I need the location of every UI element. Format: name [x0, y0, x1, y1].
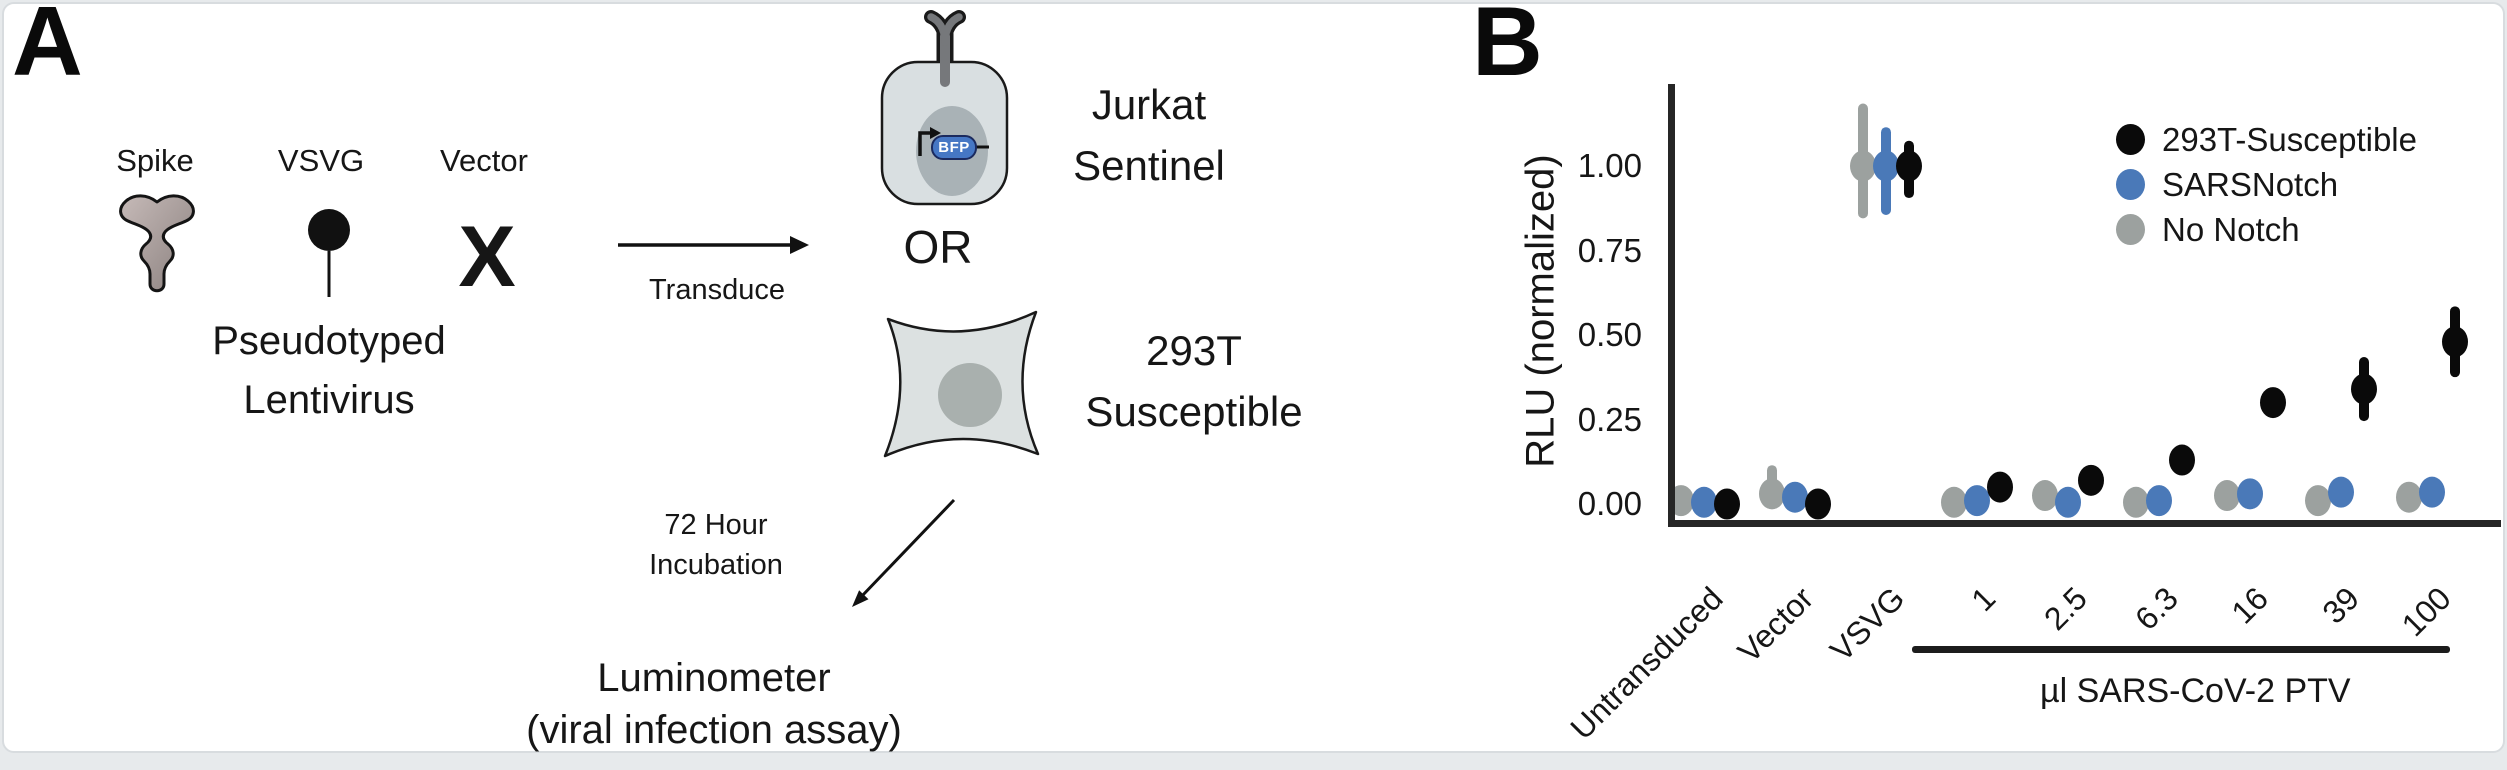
incubation-line2: Incubation — [649, 549, 783, 581]
jurkat-sentinel-label: Jurkat Sentinel — [1073, 74, 1225, 196]
vector-cross-symbol: X — [458, 209, 516, 305]
luminometer-label: Luminometer (viral infection assay) — [526, 652, 902, 756]
data-point — [1714, 488, 1740, 520]
legend-dot-icon — [2116, 124, 2145, 155]
ptv-group-bracket — [1912, 646, 2450, 653]
legend-item: SARSNotch — [2116, 162, 2417, 207]
x-tick-label: 16 — [2224, 580, 2276, 631]
jurkat-cell-icon — [880, 10, 1009, 206]
data-point — [1896, 150, 1922, 182]
y-tick-label: 0.00 — [1577, 485, 1642, 522]
spike-protein-icon — [119, 194, 195, 293]
x-tick-label: VSVG — [1823, 580, 1912, 669]
data-point — [1759, 478, 1785, 510]
x-tick-label: 39 — [2315, 580, 2367, 631]
incubation-label: 72 Hour Incubation — [649, 505, 783, 585]
y-tick-label: 0.50 — [1577, 316, 1642, 353]
data-point — [1850, 150, 1876, 182]
data-point — [2442, 326, 2468, 358]
panel-b-letter: B — [1472, 0, 1543, 96]
legend-item: No Notch — [2116, 207, 2417, 252]
cell-293t-label: 293T Susceptible — [1085, 320, 1302, 442]
y-tick-label: 0.75 — [1577, 231, 1642, 269]
jurkat-line1: Jurkat — [1091, 81, 1207, 128]
legend-label: SARSNotch — [2162, 165, 2339, 203]
notch-receptor-icon — [924, 10, 966, 93]
vsvg-pin-icon — [308, 209, 350, 297]
legend-item: 293T-Susceptible — [2116, 117, 2417, 162]
data-point — [1782, 481, 1808, 513]
data-point — [2328, 476, 2354, 508]
x-tick-label: Vector — [1730, 580, 1821, 670]
spike-label: Spike — [116, 143, 194, 178]
y-tick-label: 1.00 — [1577, 147, 1642, 184]
x-tick-label: 2.5 — [2036, 580, 2094, 637]
y-axis-line — [1668, 84, 1675, 527]
incubation-line1: 72 Hour — [664, 509, 768, 541]
y-axis-title: RLU (normalized) — [1518, 154, 1563, 468]
vector-label: Vector — [440, 143, 528, 178]
legend-label: No Notch — [2162, 210, 2300, 248]
data-point — [2146, 485, 2172, 517]
jurkat-line2: Sentinel — [1073, 142, 1225, 189]
incubation-arrow — [852, 498, 956, 607]
data-point — [2419, 476, 2445, 508]
bfp-cassette: BFP — [931, 135, 977, 160]
data-point — [2237, 478, 2263, 510]
pseudotyped-line2: Lentivirus — [243, 378, 415, 422]
data-point — [1964, 485, 1990, 517]
luminometer-line1: Luminometer — [597, 656, 831, 700]
cell-293t-icon — [883, 310, 1040, 458]
cell-293t-line2: Susceptible — [1085, 388, 1303, 435]
cell-293t-nucleus — [938, 363, 1002, 427]
data-point — [2260, 387, 2286, 419]
data-point — [2032, 480, 2058, 512]
data-point — [1941, 486, 1967, 518]
data-point — [2351, 373, 2377, 405]
pseudotyped-line1: Pseudotyped — [212, 319, 446, 363]
data-point — [2055, 486, 2081, 518]
y-tick-label: 0.25 — [1577, 400, 1642, 438]
luminometer-line2: (viral infection assay) — [526, 708, 902, 752]
data-point — [2214, 480, 2240, 512]
or-label: OR — [903, 221, 973, 273]
x-tick-label: 6.3 — [2127, 580, 2185, 637]
x-tick-label: 100 — [2394, 580, 2458, 644]
panel-a-letter: A — [12, 0, 83, 96]
cell-293t-line1: 293T — [1146, 327, 1242, 374]
pseudotyped-lentivirus-label: Pseudotyped Lentivirus — [212, 312, 446, 430]
data-point — [2123, 486, 2149, 518]
data-point — [2169, 444, 2195, 476]
ptv-group-label: µl SARS-CoV-2 PTV — [2040, 672, 2351, 710]
legend-label: 293T-Susceptible — [2162, 120, 2417, 158]
legend-dot-icon — [2116, 214, 2145, 245]
data-point — [1987, 471, 2013, 503]
data-point — [2396, 481, 2422, 513]
data-point — [2305, 485, 2331, 517]
x-axis-line — [1668, 520, 2501, 527]
data-point — [1805, 488, 1831, 520]
data-point — [1873, 150, 1899, 182]
x-tick-label: Untransduced — [1563, 580, 1730, 747]
vsvg-label: VSVG — [277, 143, 365, 178]
transduce-label: Transduce — [649, 274, 785, 306]
transduce-arrow — [618, 236, 809, 254]
legend-dot-icon — [2116, 169, 2145, 200]
data-point — [1691, 486, 1717, 518]
x-tick-label: 1 — [1964, 580, 2003, 619]
bfp-label: BFP — [938, 139, 970, 156]
data-point — [2078, 464, 2104, 496]
